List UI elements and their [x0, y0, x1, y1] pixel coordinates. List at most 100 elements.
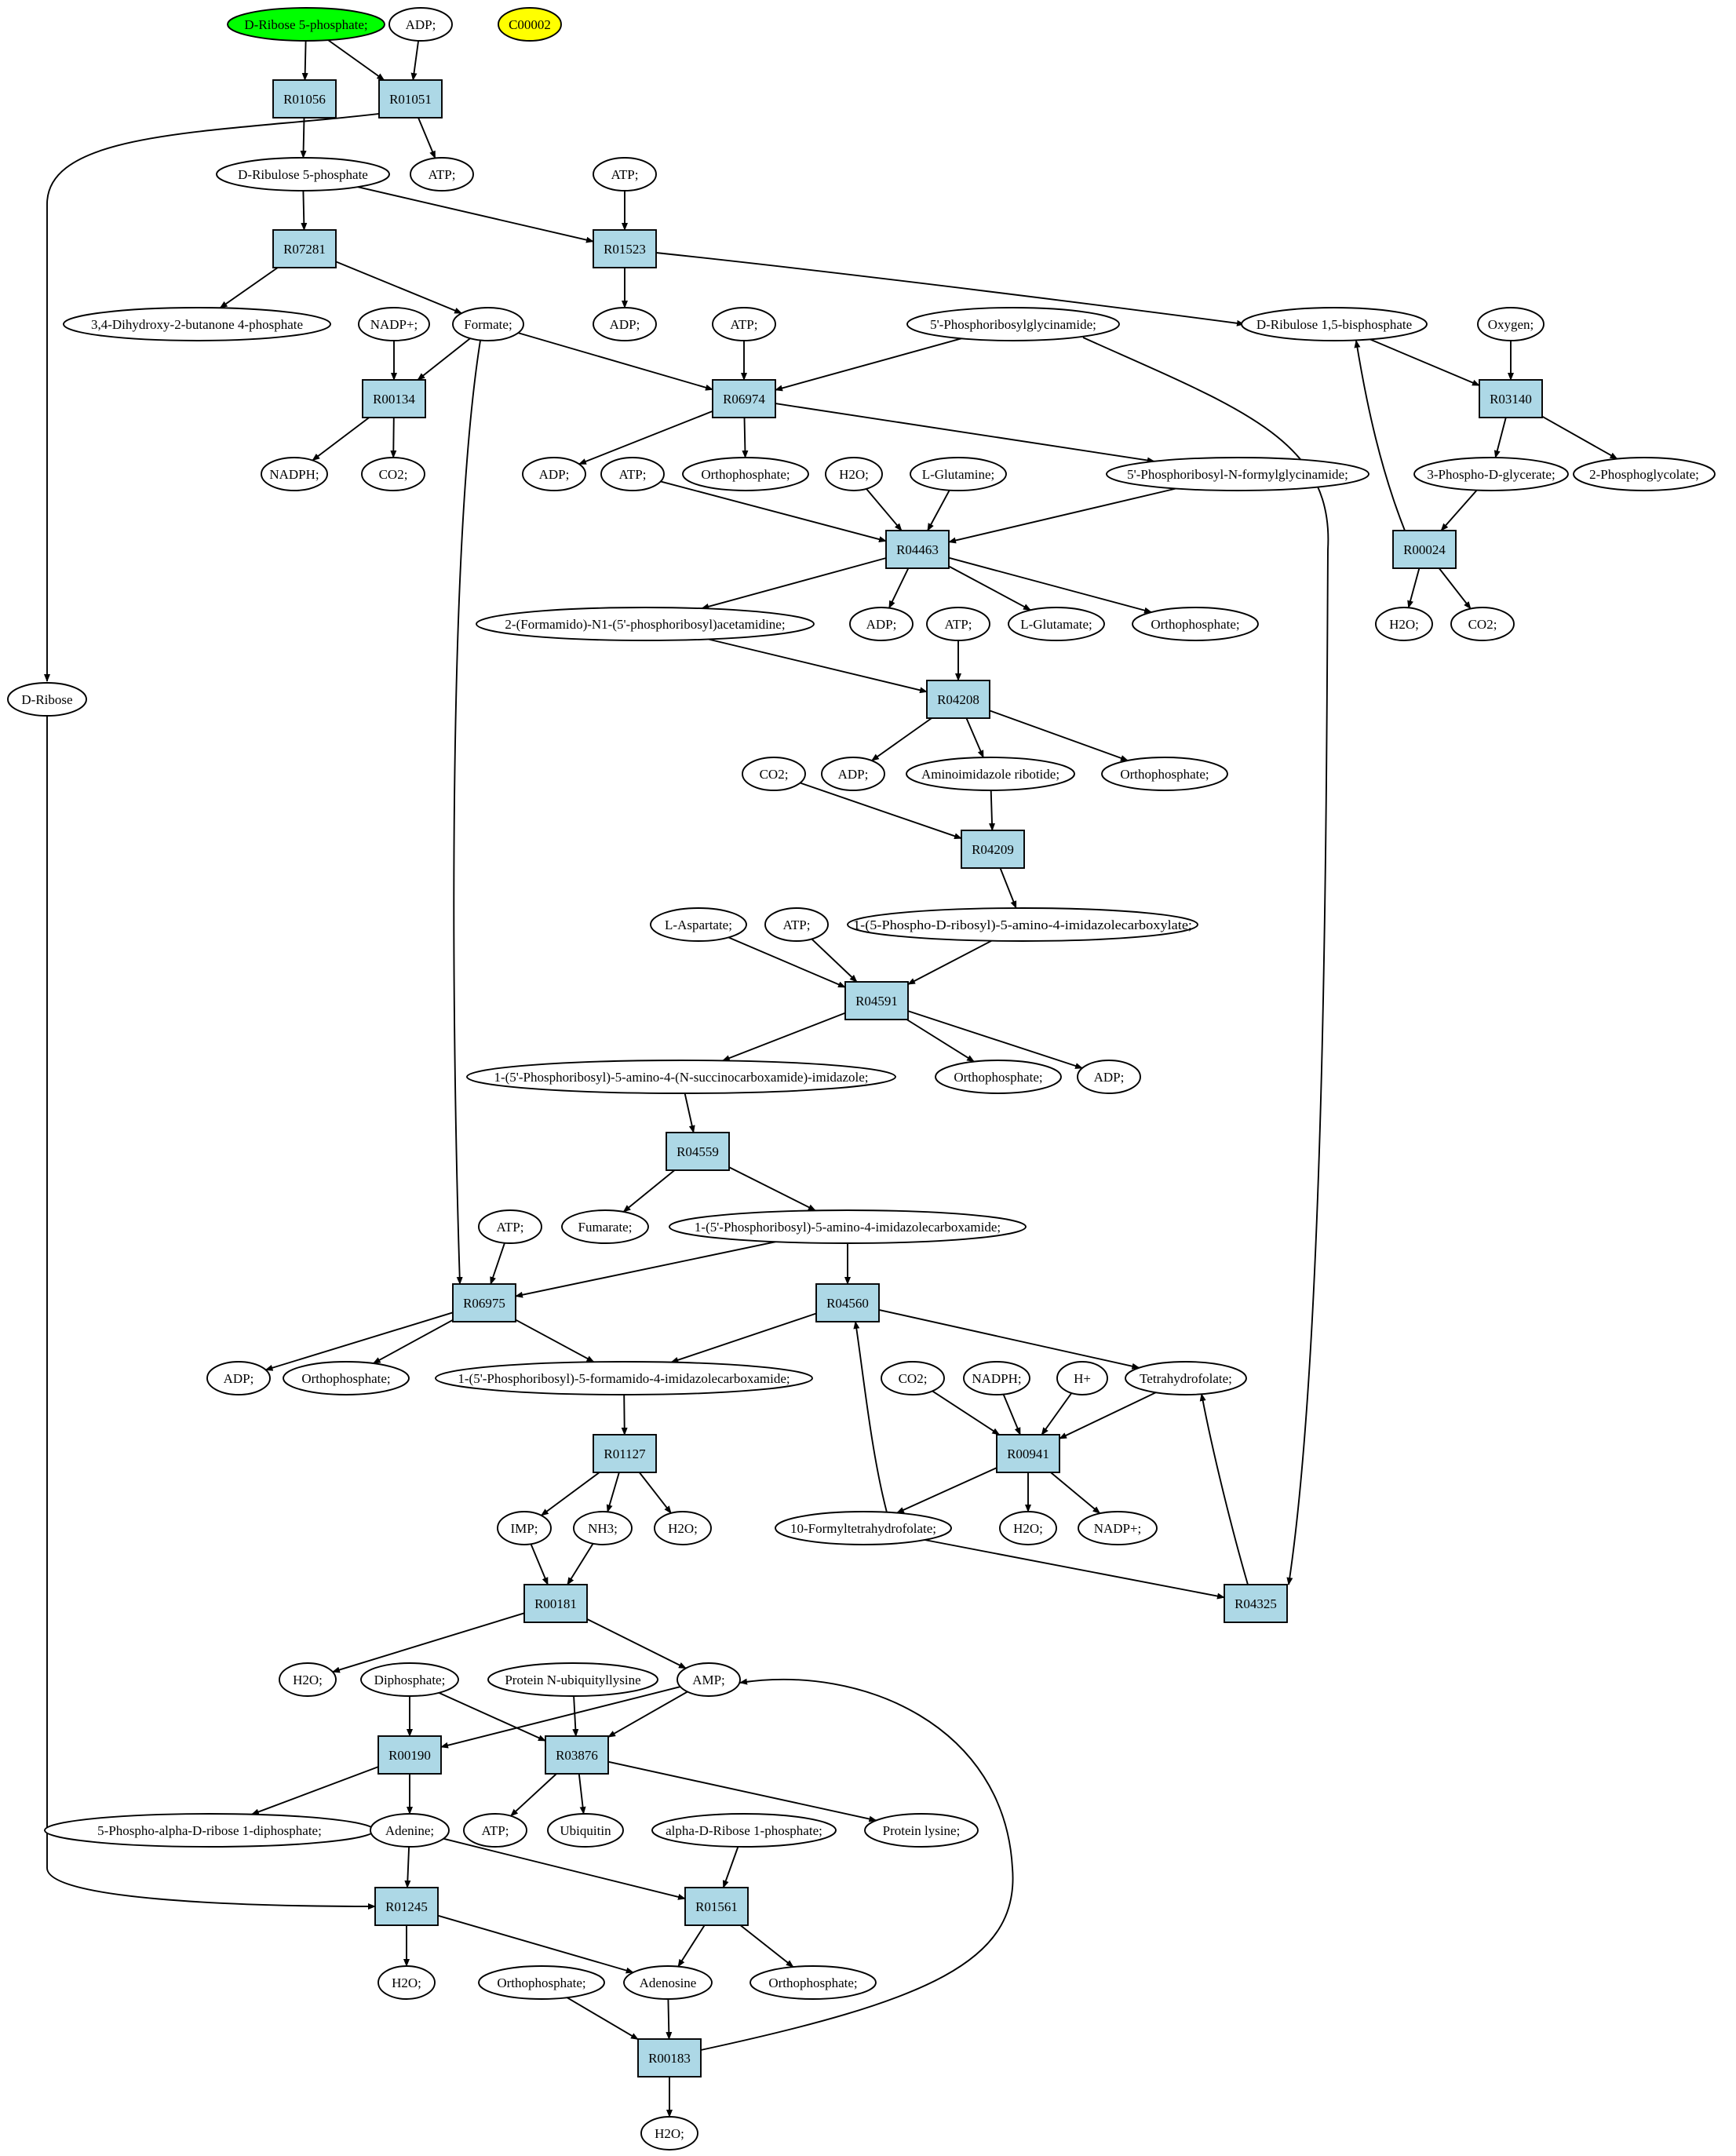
metabolite-node: Orthophosphate;	[1132, 607, 1259, 641]
reaction-box	[961, 830, 1025, 869]
metabolite-node: 2-Phosphoglycolate;	[1573, 457, 1716, 491]
edge-m32-to-r22	[46, 717, 376, 1910]
metabolite-node: NADPH;	[963, 1361, 1030, 1395]
metabolite-label: Orthophosphate;	[768, 1975, 857, 1990]
metabolite-node: ADP;	[206, 1361, 271, 1395]
reaction-node: R06974	[712, 379, 776, 418]
metabolite-node: Tetrahydrofolate;	[1125, 1361, 1247, 1395]
metabolite-label: H2O;	[1389, 617, 1419, 632]
edge-m61-to-r21	[572, 1695, 579, 1737]
edge-r21-to-m68	[607, 1760, 877, 1822]
reaction-box	[926, 680, 990, 719]
reaction-label: R00134	[373, 392, 415, 407]
metabolite-ellipse	[600, 457, 665, 491]
edge-m9-to-r6	[517, 332, 713, 391]
reaction-label: R04463	[896, 542, 939, 557]
metabolite-node: ATP;	[600, 457, 665, 491]
metabolite-label: Adenosine	[640, 1975, 697, 1990]
metabolite-ellipse	[1106, 457, 1369, 491]
reaction-box	[452, 1283, 516, 1322]
metabolite-node: H2O;	[640, 2116, 698, 2151]
reaction-label: R04208	[937, 692, 979, 707]
edge-m20-to-r8	[866, 488, 903, 531]
metabolite-label: ATP;	[945, 617, 972, 632]
reaction-node: R04208	[926, 680, 990, 719]
metabolite-label: 1-(5'-Phosphoribosyl)-5-amino-4-imidazol…	[695, 1220, 1001, 1235]
edge-m18-to-r8	[660, 480, 887, 542]
metabolite-node: Aminoimidazole ribotide;	[906, 757, 1075, 791]
edge-m62-to-r20	[440, 1686, 681, 1749]
metabolite-node: Orthophosphate;	[283, 1361, 410, 1395]
metabolite-ellipse	[906, 307, 1120, 341]
metabolite-ellipse	[498, 7, 562, 42]
edge-m4-to-r4	[357, 186, 594, 243]
edge-r23-to-m70	[739, 1924, 794, 1968]
reaction-label: R00024	[1403, 542, 1446, 557]
metabolite-label: ATP;	[731, 317, 758, 332]
edge-m54-to-r18	[567, 1543, 594, 1585]
metabolite-node: CO2;	[742, 757, 806, 791]
reaction-node: R03876	[545, 1735, 609, 1775]
edge-m2-to-r2	[410, 40, 420, 81]
edge-m72-to-r24	[567, 1997, 639, 2041]
metabolite-ellipse	[764, 907, 829, 942]
reaction-box	[844, 981, 909, 1020]
reaction-box	[1224, 1584, 1288, 1623]
reaction-label: R01056	[283, 92, 326, 107]
edge-r9-to-m30	[1407, 567, 1421, 609]
reaction-box	[666, 1132, 730, 1171]
metabolite-ellipse	[476, 607, 815, 641]
edge-m33-to-r11	[800, 782, 962, 840]
edge-m39-to-r12	[811, 938, 858, 983]
metabolite-node: C00002	[498, 7, 562, 42]
reaction-box	[272, 79, 337, 119]
edge-r3-to-m9	[335, 261, 463, 314]
metabolite-ellipse	[847, 907, 1198, 942]
reaction-label: R01561	[695, 1899, 738, 1914]
metabolite-ellipse	[1125, 1361, 1247, 1395]
metabolite-label: Aminoimidazole ribotide;	[921, 767, 1059, 782]
metabolite-ellipse	[466, 1060, 896, 1094]
metabolite-label: ADP;	[1094, 1070, 1125, 1085]
metabolite-ellipse	[63, 307, 331, 341]
edge-m9-to-r5	[417, 337, 471, 381]
metabolite-label: ATP;	[482, 1823, 509, 1838]
edge-r9-to-m31	[1438, 567, 1472, 610]
edge-r7-to-m24	[1541, 415, 1618, 460]
metabolite-ellipse	[1241, 307, 1428, 341]
edge-m35-to-r11	[989, 790, 996, 831]
metabolite-node: 1-(5'-Phosphoribosyl)-5-amino-4-(N-succi…	[466, 1060, 896, 1094]
metabolite-label: IMP;	[511, 1521, 538, 1536]
metabolite-node: Orthophosphate;	[478, 1965, 605, 2000]
edge-r18-to-m59	[331, 1612, 525, 1673]
metabolite-node: 5'-Phosphoribosylglycinamide;	[906, 307, 1120, 341]
edge-r12-to-m40	[721, 1012, 846, 1062]
metabolite-label: L-Glutamate;	[1020, 617, 1092, 632]
edge-m21-to-r8	[927, 490, 950, 531]
metabolite-label: CO2;	[899, 1371, 928, 1386]
metabolite-label: ADP;	[406, 17, 436, 32]
metabolite-ellipse	[669, 1209, 1027, 1244]
reaction-node: R01245	[374, 1887, 439, 1926]
metabolite-node: 1-(5'-Phosphoribosyl)-5-formamido-4-imid…	[435, 1361, 813, 1395]
metabolite-label: H2O;	[392, 1975, 421, 1990]
metabolite-ellipse	[478, 1209, 542, 1244]
edge-r8-to-m29	[948, 556, 1153, 614]
reaction-label: R01127	[604, 1446, 646, 1461]
metabolite-node: D-Ribulose 1,5-bisphosphate	[1241, 307, 1428, 341]
metabolite-label: Orthophosphate;	[1120, 767, 1209, 782]
edge-r12-to-m42	[907, 1010, 1084, 1069]
metabolite-node: Oxygen;	[1477, 307, 1545, 341]
reaction-label: R04209	[972, 842, 1014, 857]
edge-r3-to-m7	[219, 267, 279, 309]
reaction-label: R00941	[1007, 1446, 1049, 1461]
metabolite-node: L-Aspartate;	[650, 907, 747, 942]
edge-r21-to-m66	[578, 1773, 586, 1815]
metabolite-label: Adenine;	[385, 1823, 434, 1838]
metabolite-label: 1-(5-Phospho-D-ribosyl)-5-amino-4-imidaz…	[853, 917, 1192, 932]
metabolite-ellipse	[360, 1662, 459, 1697]
metabolite-node: Diphosphate;	[360, 1662, 459, 1697]
metabolite-node: 3-Phospho-D-glycerate;	[1413, 457, 1569, 491]
metabolite-node: ATP;	[593, 157, 657, 192]
